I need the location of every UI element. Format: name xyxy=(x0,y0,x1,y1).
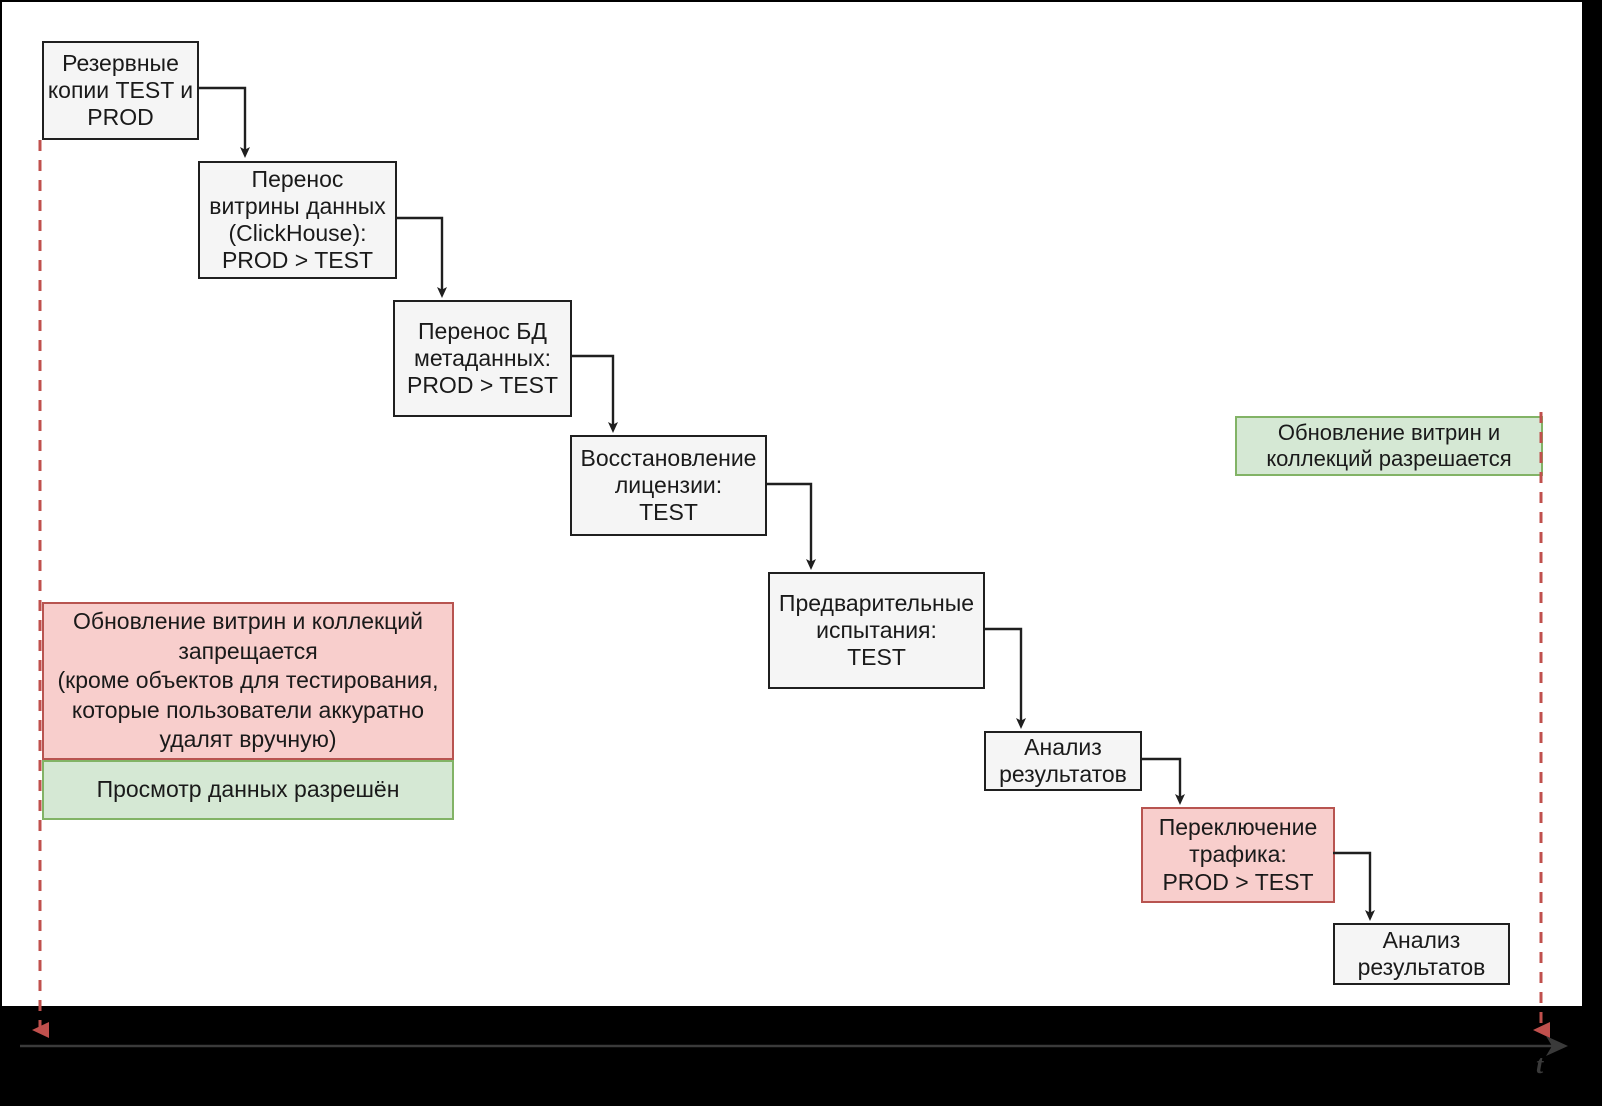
node-move-mart-label: Перенос витрины данных (ClickHouse): PRO… xyxy=(209,165,386,274)
node-backup[interactable]: Резервные копии TEST и PROD xyxy=(42,41,199,140)
node-move-meta[interactable]: Перенос БД метаданных: PROD > TEST xyxy=(393,300,572,417)
node-analysis-2-label: Анализ результатов xyxy=(1357,926,1486,980)
annotation-update-forbidden[interactable]: Обновление витрин и коллекций запрещаетс… xyxy=(42,602,454,760)
diagram-canvas: Резервные копии TEST и PROD Перенос витр… xyxy=(0,0,1582,1006)
node-analysis-2[interactable]: Анализ результатов xyxy=(1333,923,1510,985)
node-analysis-1[interactable]: Анализ результатов xyxy=(984,731,1142,791)
node-move-mart[interactable]: Перенос витрины данных (ClickHouse): PRO… xyxy=(198,161,397,279)
node-analysis-1-label: Анализ результатов xyxy=(999,733,1127,787)
annotation-update-allowed[interactable]: Обновление витрин и коллекций разрешаетс… xyxy=(1235,416,1543,476)
node-traffic-switch-label: Переключение трафика: PROD > TEST xyxy=(1158,814,1318,895)
node-restore-license-label: Восстановление лицензии: TEST xyxy=(580,444,757,526)
annotation-view-allowed-label: Просмотр данных разрешён xyxy=(96,776,400,803)
node-backup-label: Резервные копии TEST и PROD xyxy=(47,49,194,131)
node-traffic-switch[interactable]: Переключение трафика: PROD > TEST xyxy=(1141,807,1335,903)
annotation-update-allowed-label: Обновление витрин и коллекций разрешаетс… xyxy=(1266,420,1512,471)
node-move-meta-label: Перенос БД метаданных: PROD > TEST xyxy=(406,317,559,399)
time-axis-label: t xyxy=(1536,1050,1544,1079)
node-pre-tests[interactable]: Предварительные испытания: TEST xyxy=(768,572,985,689)
node-restore-license[interactable]: Восстановление лицензии: TEST xyxy=(570,435,767,536)
annotation-view-allowed[interactable]: Просмотр данных разрешён xyxy=(42,760,454,820)
annotation-update-forbidden-label: Обновление витрин и коллекций запрещаетс… xyxy=(57,608,439,753)
node-pre-tests-label: Предварительные испытания: TEST xyxy=(778,589,975,671)
